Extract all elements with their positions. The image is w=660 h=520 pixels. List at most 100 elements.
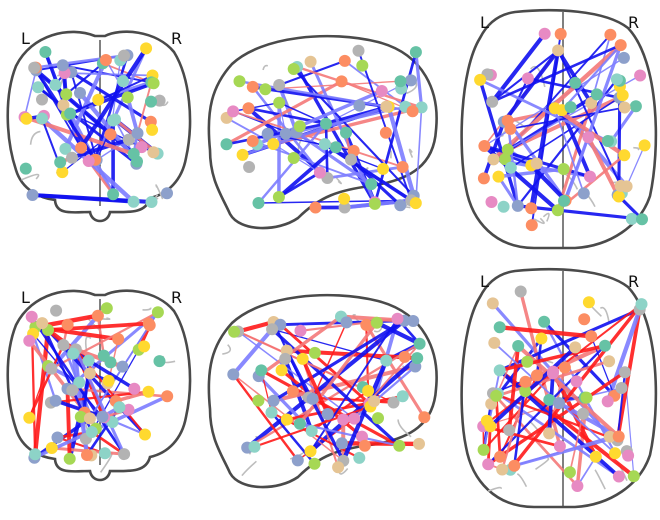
brain-region-node [614, 39, 627, 52]
brain-region-node [340, 316, 353, 329]
brain-region-node [279, 127, 292, 140]
brain-region-node [291, 454, 304, 467]
sagittal-brain-outline [207, 34, 438, 230]
brain-region-node [380, 354, 393, 367]
connectivity-edge [625, 144, 646, 188]
brain-region-node [23, 334, 36, 347]
brain-region-node [519, 385, 532, 398]
brain-region-node [332, 461, 345, 474]
brain-region-node [589, 450, 602, 463]
connectivity-edge [339, 441, 422, 447]
brain-region-node [273, 96, 286, 109]
brain-region-node [394, 199, 407, 212]
sagittal-nodes [227, 310, 431, 474]
brain-region-node [486, 297, 499, 310]
brain-region-node [267, 138, 280, 150]
brain-region-node [139, 428, 151, 441]
brain-region-node [61, 318, 74, 331]
brain-region-node [564, 101, 577, 114]
sagittal-brain-panel [207, 293, 438, 489]
brain-region-node [391, 312, 404, 325]
coronal-left-label-bottom: L [21, 288, 30, 307]
brain-region-node [494, 450, 507, 463]
connectivity-edge [65, 386, 72, 461]
brain-region-node [636, 213, 648, 226]
brain-region-node [83, 412, 96, 425]
connectivity-edge [496, 392, 621, 478]
brain-region-node [23, 411, 36, 424]
connectivity-edge [277, 83, 299, 135]
brain-region-node [604, 28, 617, 41]
gyrus-contour [397, 419, 412, 438]
connectivity-edge [69, 70, 153, 124]
brain-region-node [413, 337, 426, 350]
brain-region-node [372, 412, 384, 425]
connectivity-edge [70, 137, 131, 160]
brain-region-node [353, 99, 366, 112]
brain-region-node [530, 157, 543, 170]
brain-region-node [612, 470, 625, 483]
axial-right-label-top: R [628, 13, 640, 32]
connectivity-edge [236, 319, 276, 334]
brain-region-node [56, 59, 69, 72]
brain-region-node [85, 426, 98, 438]
brain-region-node [557, 163, 570, 175]
brain-region-node [406, 105, 419, 118]
brain-region-node [304, 55, 317, 68]
brain-region-node [511, 199, 524, 212]
connectivity-edge [482, 369, 501, 451]
gyrus-contour [594, 469, 606, 490]
connectivity-edge [491, 42, 623, 162]
brain-region-node [275, 364, 288, 377]
brain-region-node [348, 412, 361, 425]
brain-region-node [56, 166, 69, 179]
brain-region-node [543, 427, 556, 440]
brain-region-node [635, 298, 648, 311]
coronal-right-label-bottom: R [171, 288, 183, 307]
brain-region-node [570, 375, 583, 388]
brain-region-node [265, 406, 278, 419]
brain-region-node [375, 85, 388, 97]
connectivity-edge [69, 74, 154, 115]
brain-region-node [563, 466, 576, 479]
brain-region-node [612, 430, 625, 443]
brain-region-node [266, 323, 279, 336]
brain-region-node [368, 197, 381, 210]
brain-region-node [504, 122, 517, 135]
connectivity-edge [386, 104, 418, 206]
brain-region-node [345, 153, 357, 166]
brain-region-node [380, 100, 393, 113]
brain-region-node [585, 330, 598, 343]
brain-region-node [236, 148, 249, 161]
brain-region-node [153, 355, 166, 368]
brain-region-node [99, 54, 112, 66]
brain-region-node [45, 442, 58, 454]
brain-region-node [73, 376, 86, 389]
coronal-brain-panel [6, 30, 192, 223]
axial-brain-panel [460, 8, 658, 250]
brain-region-node [313, 166, 326, 179]
brain-region-node [394, 75, 407, 88]
connectivity-edge [30, 193, 136, 204]
brain-region-node [147, 146, 160, 159]
connectivity-edge [529, 48, 561, 211]
gyrus-contour [516, 473, 528, 488]
brain-region-node [599, 339, 611, 352]
gyrus-contour [533, 217, 545, 225]
brain-region-node [127, 147, 140, 160]
brain-region-node [577, 407, 590, 420]
brain-region-node [638, 139, 651, 152]
brain-region-node [261, 127, 274, 140]
brain-region-node [553, 440, 566, 453]
brain-region-node [585, 97, 598, 109]
brain-region-node [487, 153, 500, 166]
connectivity-edge [294, 130, 373, 186]
gyrus-contour [408, 148, 414, 158]
brain-region-node [107, 188, 120, 201]
brain-region-node [609, 447, 621, 460]
gyrus-contour [542, 212, 550, 222]
brain-region-node [377, 162, 390, 175]
connectivity-edge [414, 50, 424, 110]
gyrus-contour [599, 306, 610, 323]
